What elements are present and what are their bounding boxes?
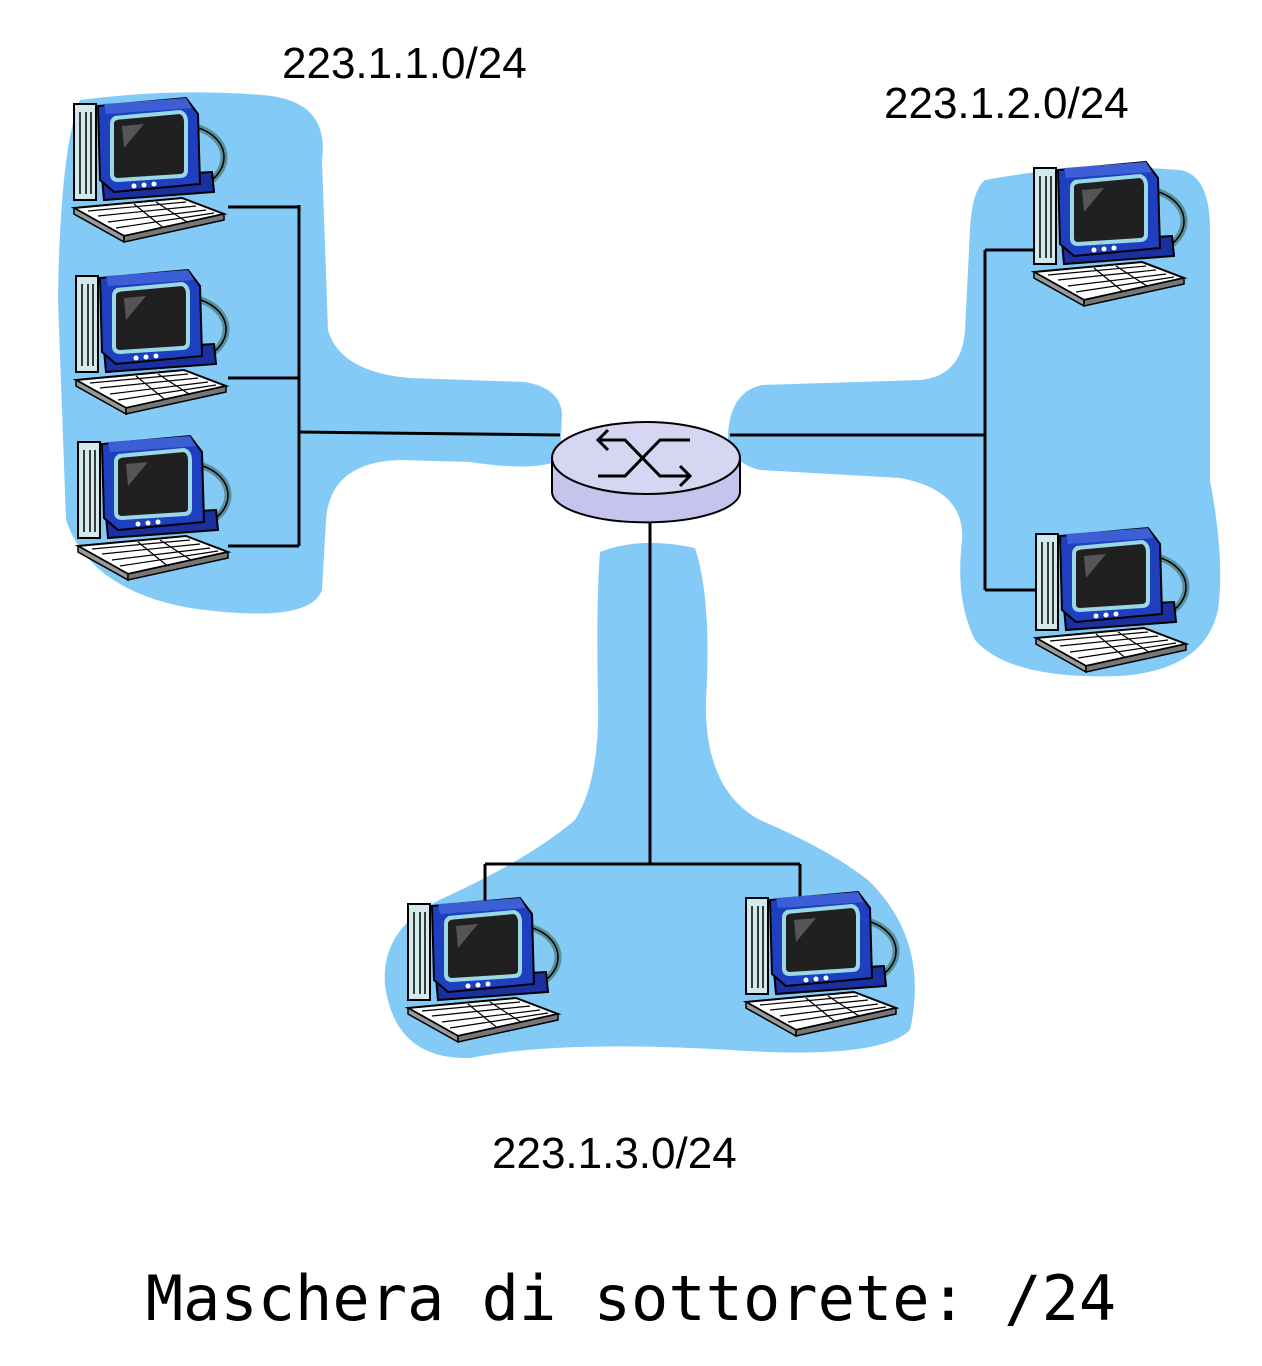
network-links: [228, 205, 1038, 925]
subnet-1-label: 223.1.1.0/24: [282, 39, 527, 88]
router-icon: [551, 421, 741, 524]
subnet-3-label: 223.1.3.0/24: [492, 1129, 737, 1178]
subnet-2-label: 223.1.2.0/24: [884, 79, 1129, 128]
subnet-mask-caption: Maschera di sottorete: /24: [145, 1262, 1117, 1335]
